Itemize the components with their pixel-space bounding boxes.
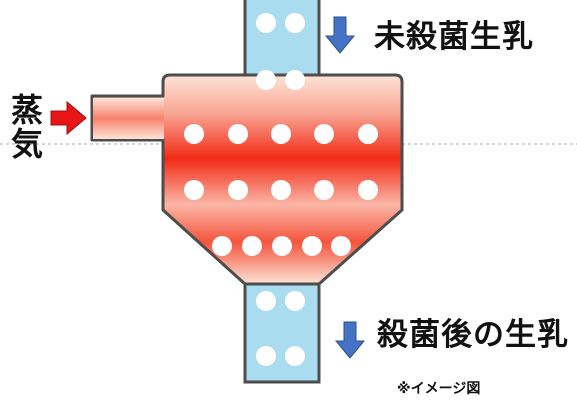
steam-label: 蒸気 [10, 91, 43, 163]
arrow-down-icon [324, 16, 356, 54]
milk-bubble [228, 124, 248, 144]
arrow-right-icon [50, 100, 87, 136]
sterilized-milk-label: 殺菌後の生乳 [377, 317, 569, 353]
milk-bubbles [184, 13, 378, 366]
milk-bubble [314, 124, 334, 144]
milk-bubble [331, 236, 351, 256]
milk-bubble [256, 70, 276, 90]
milk-bubble [256, 346, 276, 366]
milk-bubble [242, 236, 262, 256]
milk-bubble [285, 70, 305, 90]
milk-bubble [272, 236, 292, 256]
milk-bubble [271, 124, 291, 144]
milk-bubble [314, 180, 334, 200]
milk-bubble [212, 236, 232, 256]
unsterilized-milk-label: 未殺菌生乳 [374, 19, 534, 55]
milk-bubble [358, 124, 378, 144]
milk-bubble [256, 291, 276, 311]
milk-bubble [302, 236, 322, 256]
milk-bubble [228, 180, 248, 200]
milk-inlet-pipe [243, 0, 321, 88]
milk-bubble [285, 346, 305, 366]
image-note-label: ※イメージ図 [397, 381, 481, 397]
milk-bubble [358, 180, 378, 200]
milk-bubble [184, 180, 204, 200]
milk-bubble [285, 291, 305, 311]
milk-bubble [184, 124, 204, 144]
milk-bubble [256, 13, 276, 33]
arrow-down-icon [334, 321, 366, 359]
milk-outlet-pipe [243, 278, 321, 384]
milk-bubble [271, 180, 291, 200]
steam-inlet-pipe [93, 98, 164, 139]
milk-bubble [285, 13, 305, 33]
